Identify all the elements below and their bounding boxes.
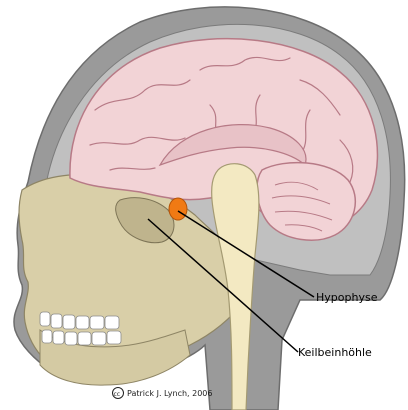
lower-teeth (42, 330, 121, 345)
label-keilbeinhoehle: Keilbeinhöhle (298, 346, 372, 359)
hypophyse-gland (169, 198, 187, 220)
label-hypophyse: Hypophyse (316, 291, 378, 304)
cc-symbol: cc (114, 391, 121, 398)
credit-text: Patrick J. Lynch, 2006 (127, 389, 212, 398)
